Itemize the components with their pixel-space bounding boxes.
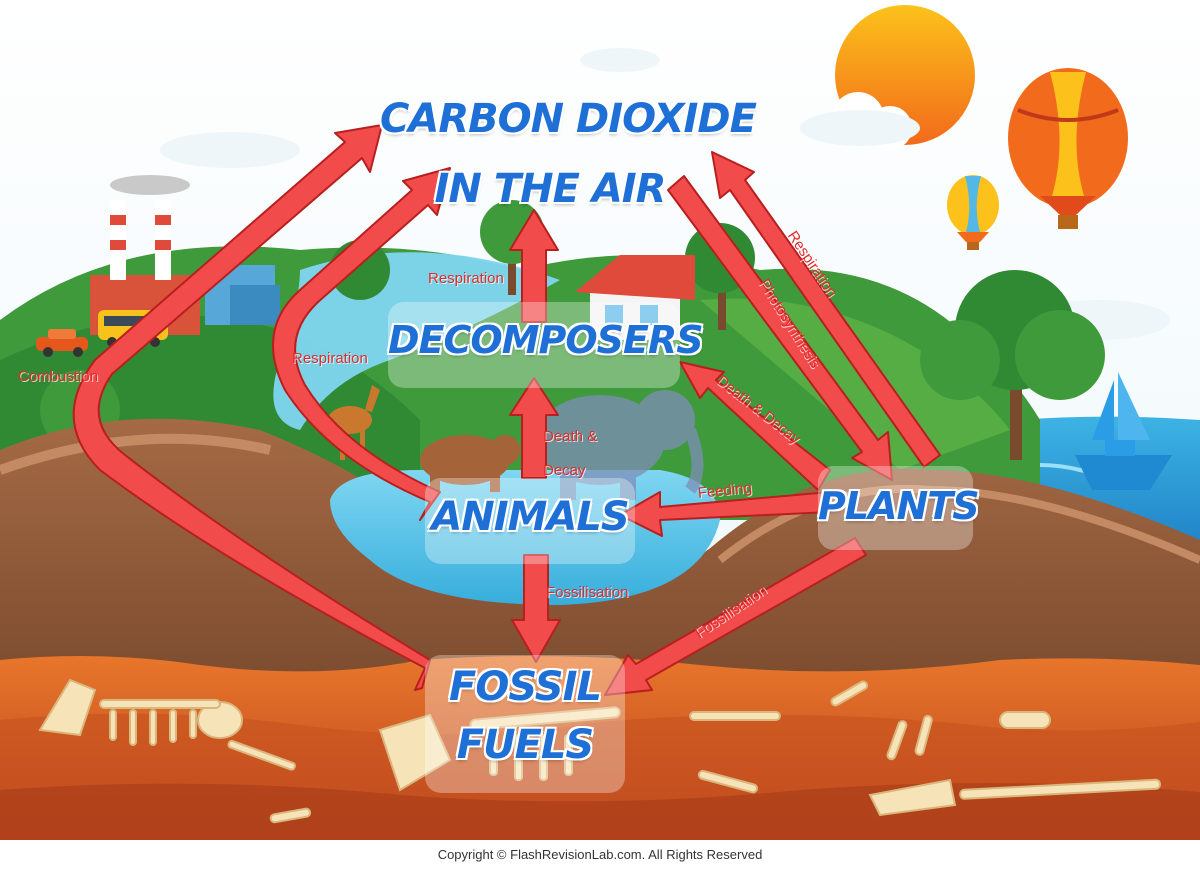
death-decay-animals-label-2: Decay [543,462,586,479]
bear-icon [420,435,520,492]
respiration-left-label: Respiration [292,350,368,367]
elephant-icon [535,390,704,500]
decomposers-box [388,302,680,388]
arrows-layer [72,124,941,696]
boat-icon [1075,372,1172,490]
fossil-label-line2: FUELS [456,722,594,768]
plants-box [818,466,973,550]
car-icon [36,329,88,357]
hot-air-balloon-small-icon [947,175,999,250]
photosynthesis-arrow [667,175,893,481]
animals-box [425,478,635,564]
respiration-animals-arrow [272,167,451,521]
co2-label-line2: IN THE AIR [434,166,667,212]
pond [330,470,720,605]
respiration-plants-arrow [711,151,941,468]
animals-label: ANIMALS [431,494,629,540]
fossilisation-animals-label: Fossilisation [546,584,629,601]
fossil-label-line1: FOSSIL [449,664,602,710]
respiration-decomposers-label: Respiration [428,270,504,287]
respiration-decomposers-arrow [509,209,559,323]
co2-label-line1: CARBON DIOXIDE [380,96,757,142]
combustion-label: Combustion [18,368,99,385]
river [273,252,560,430]
plants-label: PLANTS [818,484,980,528]
fossilisation-animals-arrow [511,554,561,663]
house-icon [575,255,695,340]
dinosaur-fossil-icon [38,678,1161,824]
decomposers-label: DECOMPOSERS [388,318,704,362]
scene-illustration [0,0,1200,840]
hot-air-balloon-icon [1008,68,1128,229]
death-decay-animals-arrow [509,377,559,479]
fossil-fuels-box [425,655,625,793]
death-decay-plants-arrow [679,361,831,491]
copyright-footer: Copyright © FlashRevisionLab.com. All Ri… [0,840,1200,870]
feeding-arrow [619,491,831,537]
death-decay-animals-label-1: Death & [543,428,598,445]
fossilisation-plants-arrow [604,537,867,696]
combustion-arrow [72,124,431,691]
